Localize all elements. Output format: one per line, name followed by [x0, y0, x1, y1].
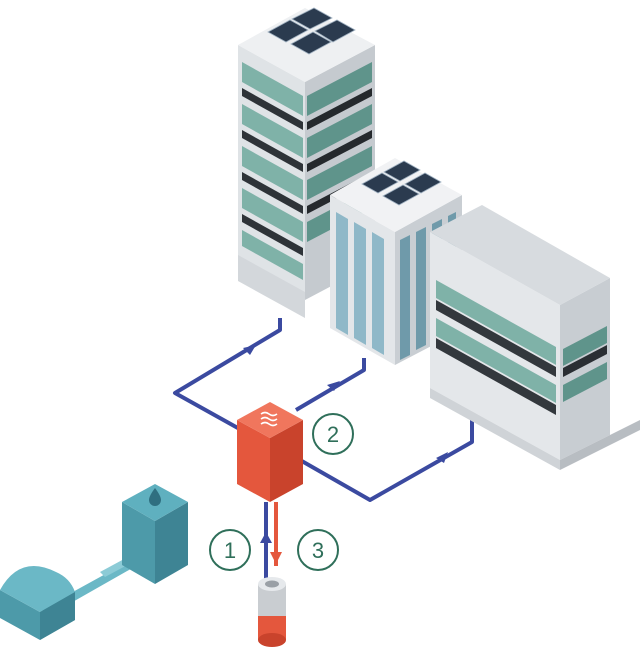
- pipe-tower-loop: [173, 318, 282, 434]
- water-tower-block: [122, 484, 188, 584]
- tower-left-windows: [242, 62, 303, 280]
- heat-wave-icon: [260, 411, 278, 427]
- ground-well-cylinder: [258, 577, 286, 647]
- heat-pump-unit: [237, 402, 303, 502]
- arrow-well-up: [260, 532, 272, 543]
- arrow-lowrise-loop: [436, 452, 448, 463]
- lowrise-right-face: [560, 278, 610, 460]
- flow-arrows: [243, 345, 448, 543]
- midrise-solar-panels: [361, 160, 442, 206]
- svg-text:3: 3: [312, 538, 324, 563]
- water-drop-icon: [149, 488, 161, 506]
- water-tank-dome: [0, 566, 75, 640]
- lowrise-plinth-right: [560, 420, 640, 470]
- lowrise-office-building: [430, 205, 640, 470]
- step-label-1: 1: [209, 529, 251, 571]
- step-label-3: 3: [297, 529, 339, 571]
- pipe-midrise-loop: [294, 358, 366, 412]
- pipe-network: [173, 318, 474, 580]
- step-label-2: 2: [312, 413, 354, 455]
- arrow-tower-loop: [243, 345, 256, 355]
- arrow-midrise-loop: [327, 381, 340, 391]
- arrow-well-down: [270, 552, 282, 564]
- tower-solar-panels: [267, 7, 356, 55]
- lowrise-left-face: [430, 232, 560, 460]
- lowrise-windows: [436, 280, 607, 415]
- lowrise-roof: [430, 205, 610, 305]
- water-infrastructure: [0, 484, 188, 640]
- svg-text:1: 1: [224, 538, 236, 563]
- tower-base-left: [238, 255, 305, 318]
- svg-text:2: 2: [327, 422, 339, 447]
- lowrise-plinth: [430, 388, 560, 470]
- tall-office-tower: [238, 7, 375, 318]
- pipe-lowrise-loop: [299, 420, 474, 502]
